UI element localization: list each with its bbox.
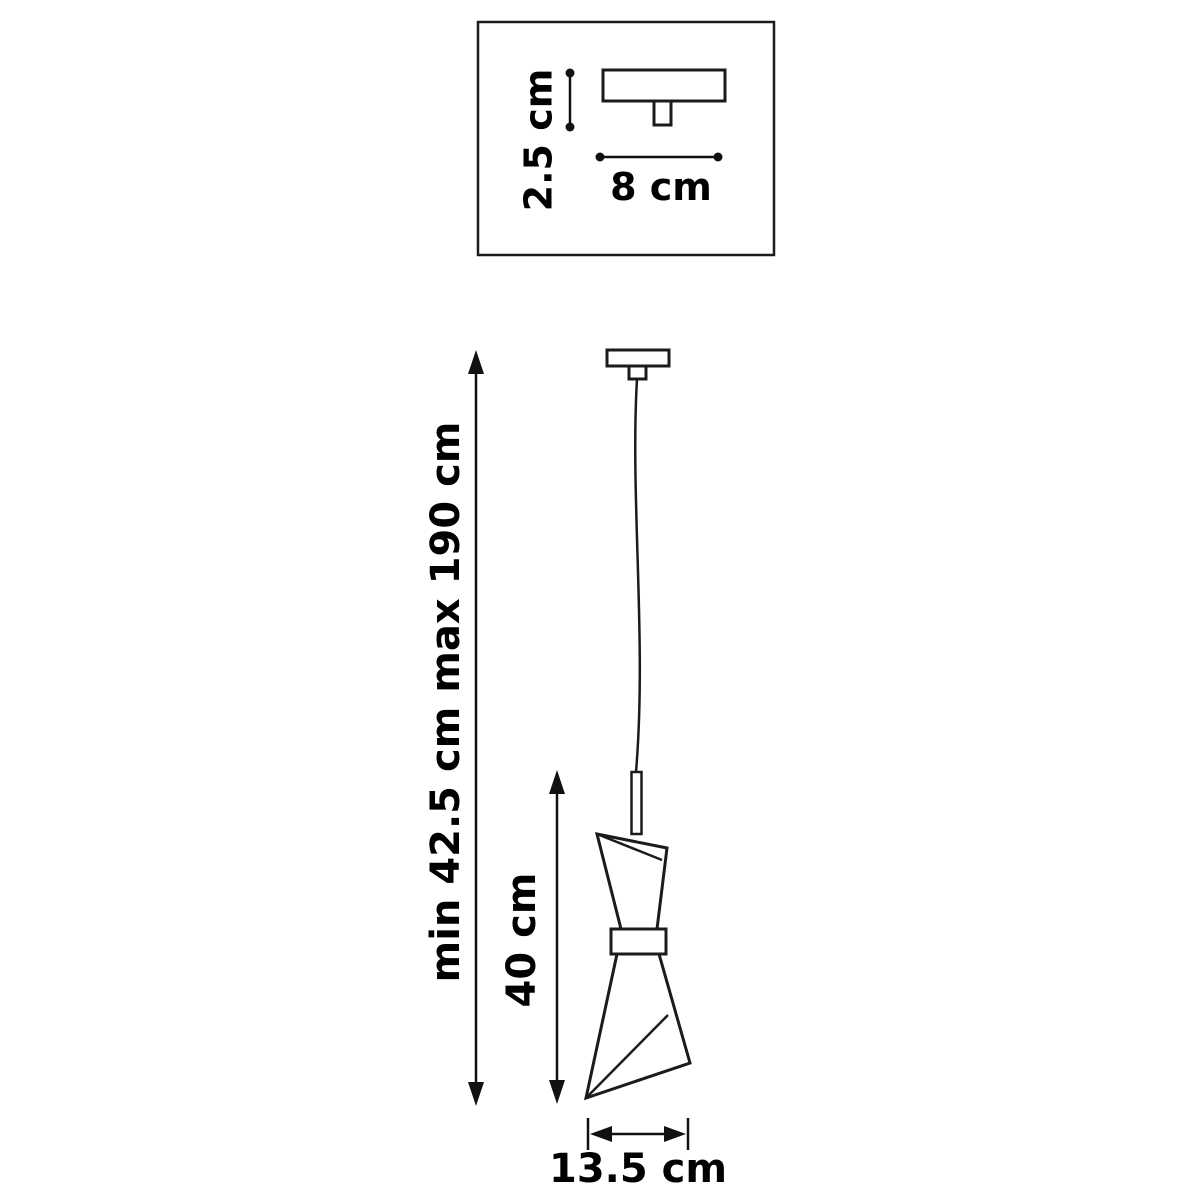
lamp-rod (630, 770, 643, 836)
overall-height-label: min 42.5 cm max 190 cm (423, 422, 469, 983)
shade-width-dimension: 13.5 cm (549, 1118, 727, 1192)
inset-border (476, 20, 776, 257)
pendant-lamp (583, 348, 692, 1101)
arrow-left-icon (590, 1126, 612, 1142)
shade-lower-rim-line (585, 1014, 669, 1099)
shade-upper-rim-line (596, 832, 663, 862)
lamp-canopy-stem (627, 364, 648, 381)
overall-height-dimension: min 42.5 cm max 190 cm (423, 350, 484, 1106)
dimension-dot (565, 122, 575, 132)
shade-height-dimension: 40 cm (499, 770, 565, 1104)
canopy-plate (601, 68, 727, 103)
arrow-up-icon (468, 350, 484, 374)
dimension-dot (565, 68, 575, 78)
arrow-down-icon (468, 1082, 484, 1106)
dimension-dot (595, 152, 605, 162)
shade-width-label: 13.5 cm (549, 1146, 727, 1192)
canopy-height-label: 2.5 cm (517, 69, 561, 212)
arrow-down-icon (549, 1080, 565, 1104)
arrow-up-icon (549, 770, 565, 794)
lamp-canopy (605, 348, 671, 368)
shade-height-label: 40 cm (499, 873, 545, 1008)
arrow-right-icon (664, 1126, 686, 1142)
suspension-cable (634, 378, 642, 773)
dimension-dot (713, 152, 723, 162)
canopy-stem (652, 99, 673, 127)
canopy-width-label: 8 cm (610, 165, 712, 209)
shade-waist-band (609, 927, 668, 956)
shade-lower-cone (583, 952, 692, 1101)
canopy-inset: 2.5 cm 8 cm (476, 20, 776, 257)
